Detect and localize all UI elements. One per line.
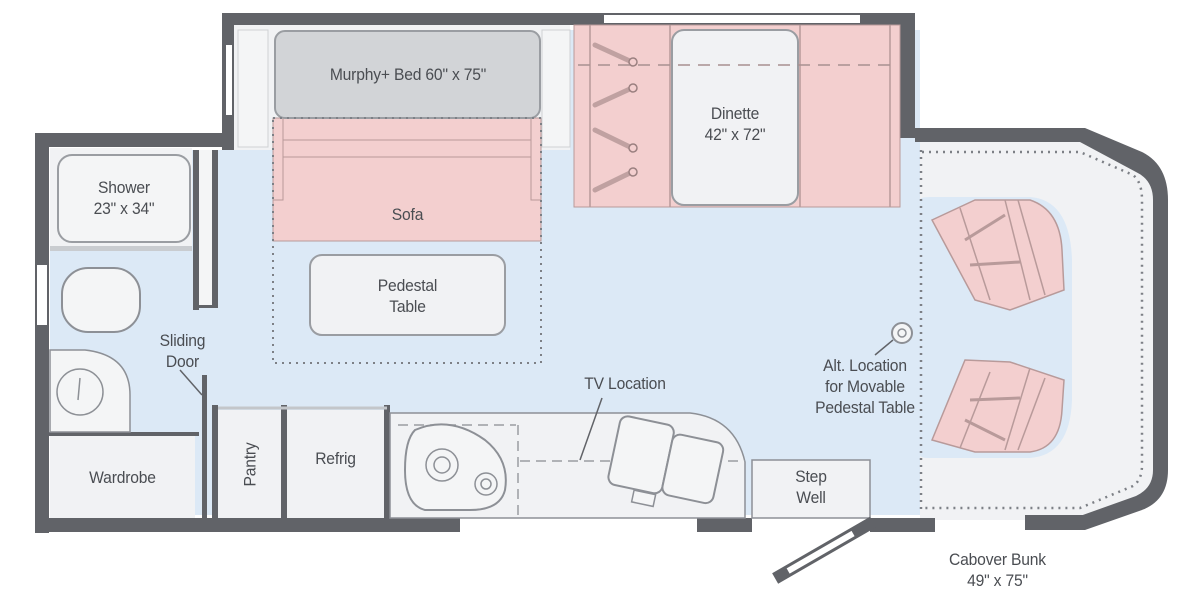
driver-seat — [930, 199, 1065, 311]
pedestal-table-label: Pedestal Table — [377, 276, 438, 316]
walls — [35, 13, 1168, 533]
windows — [37, 15, 1025, 529]
pantry-shape — [218, 410, 281, 518]
passenger-seat — [930, 359, 1065, 453]
sink-shape — [56, 368, 104, 416]
entry-door — [772, 516, 877, 584]
alt-location-label: Alt. Location for Movable Pedestal Table — [815, 356, 915, 417]
dinette-area — [573, 24, 901, 208]
stove-shape — [403, 423, 507, 511]
wardrobe-shape — [50, 436, 195, 518]
wardrobe-label: Wardrobe — [89, 468, 156, 487]
cabover-bunk-label: Cabover Bunk 49" x 75" — [949, 550, 1046, 590]
tv-location-label: TV Location — [584, 374, 666, 393]
pedestal-table-shape — [309, 254, 506, 336]
alt-pedestal-marker — [874, 322, 913, 356]
sofa-label: Sofa — [391, 205, 424, 224]
dinette-table-shape — [671, 29, 799, 206]
step-well-label: Step Well — [795, 467, 827, 507]
shower-shape — [57, 154, 191, 243]
shower-label: Shower 23" x 34" — [93, 178, 155, 218]
toilet-shape — [61, 267, 141, 333]
pantry-label: Pantry — [240, 442, 260, 487]
refrig-shape — [287, 410, 384, 518]
cab-area — [919, 140, 1158, 520]
step-well-shape — [751, 459, 871, 519]
galley-sink-shape — [607, 415, 725, 508]
bathroom — [49, 148, 212, 518]
galley — [218, 397, 746, 519]
slide-out-sofa-area — [234, 25, 571, 364]
refrig-label: Refrig — [315, 449, 356, 468]
sliding-door-label: Sliding Door — [159, 331, 206, 371]
sofa-shape — [272, 117, 542, 242]
cab-seats — [930, 199, 1065, 453]
dinette-label: Dinette 42" x 72" — [704, 104, 766, 144]
murphy-bed-label: Murphy+ Bed 60" x 75" — [329, 65, 487, 84]
entry — [751, 459, 877, 584]
